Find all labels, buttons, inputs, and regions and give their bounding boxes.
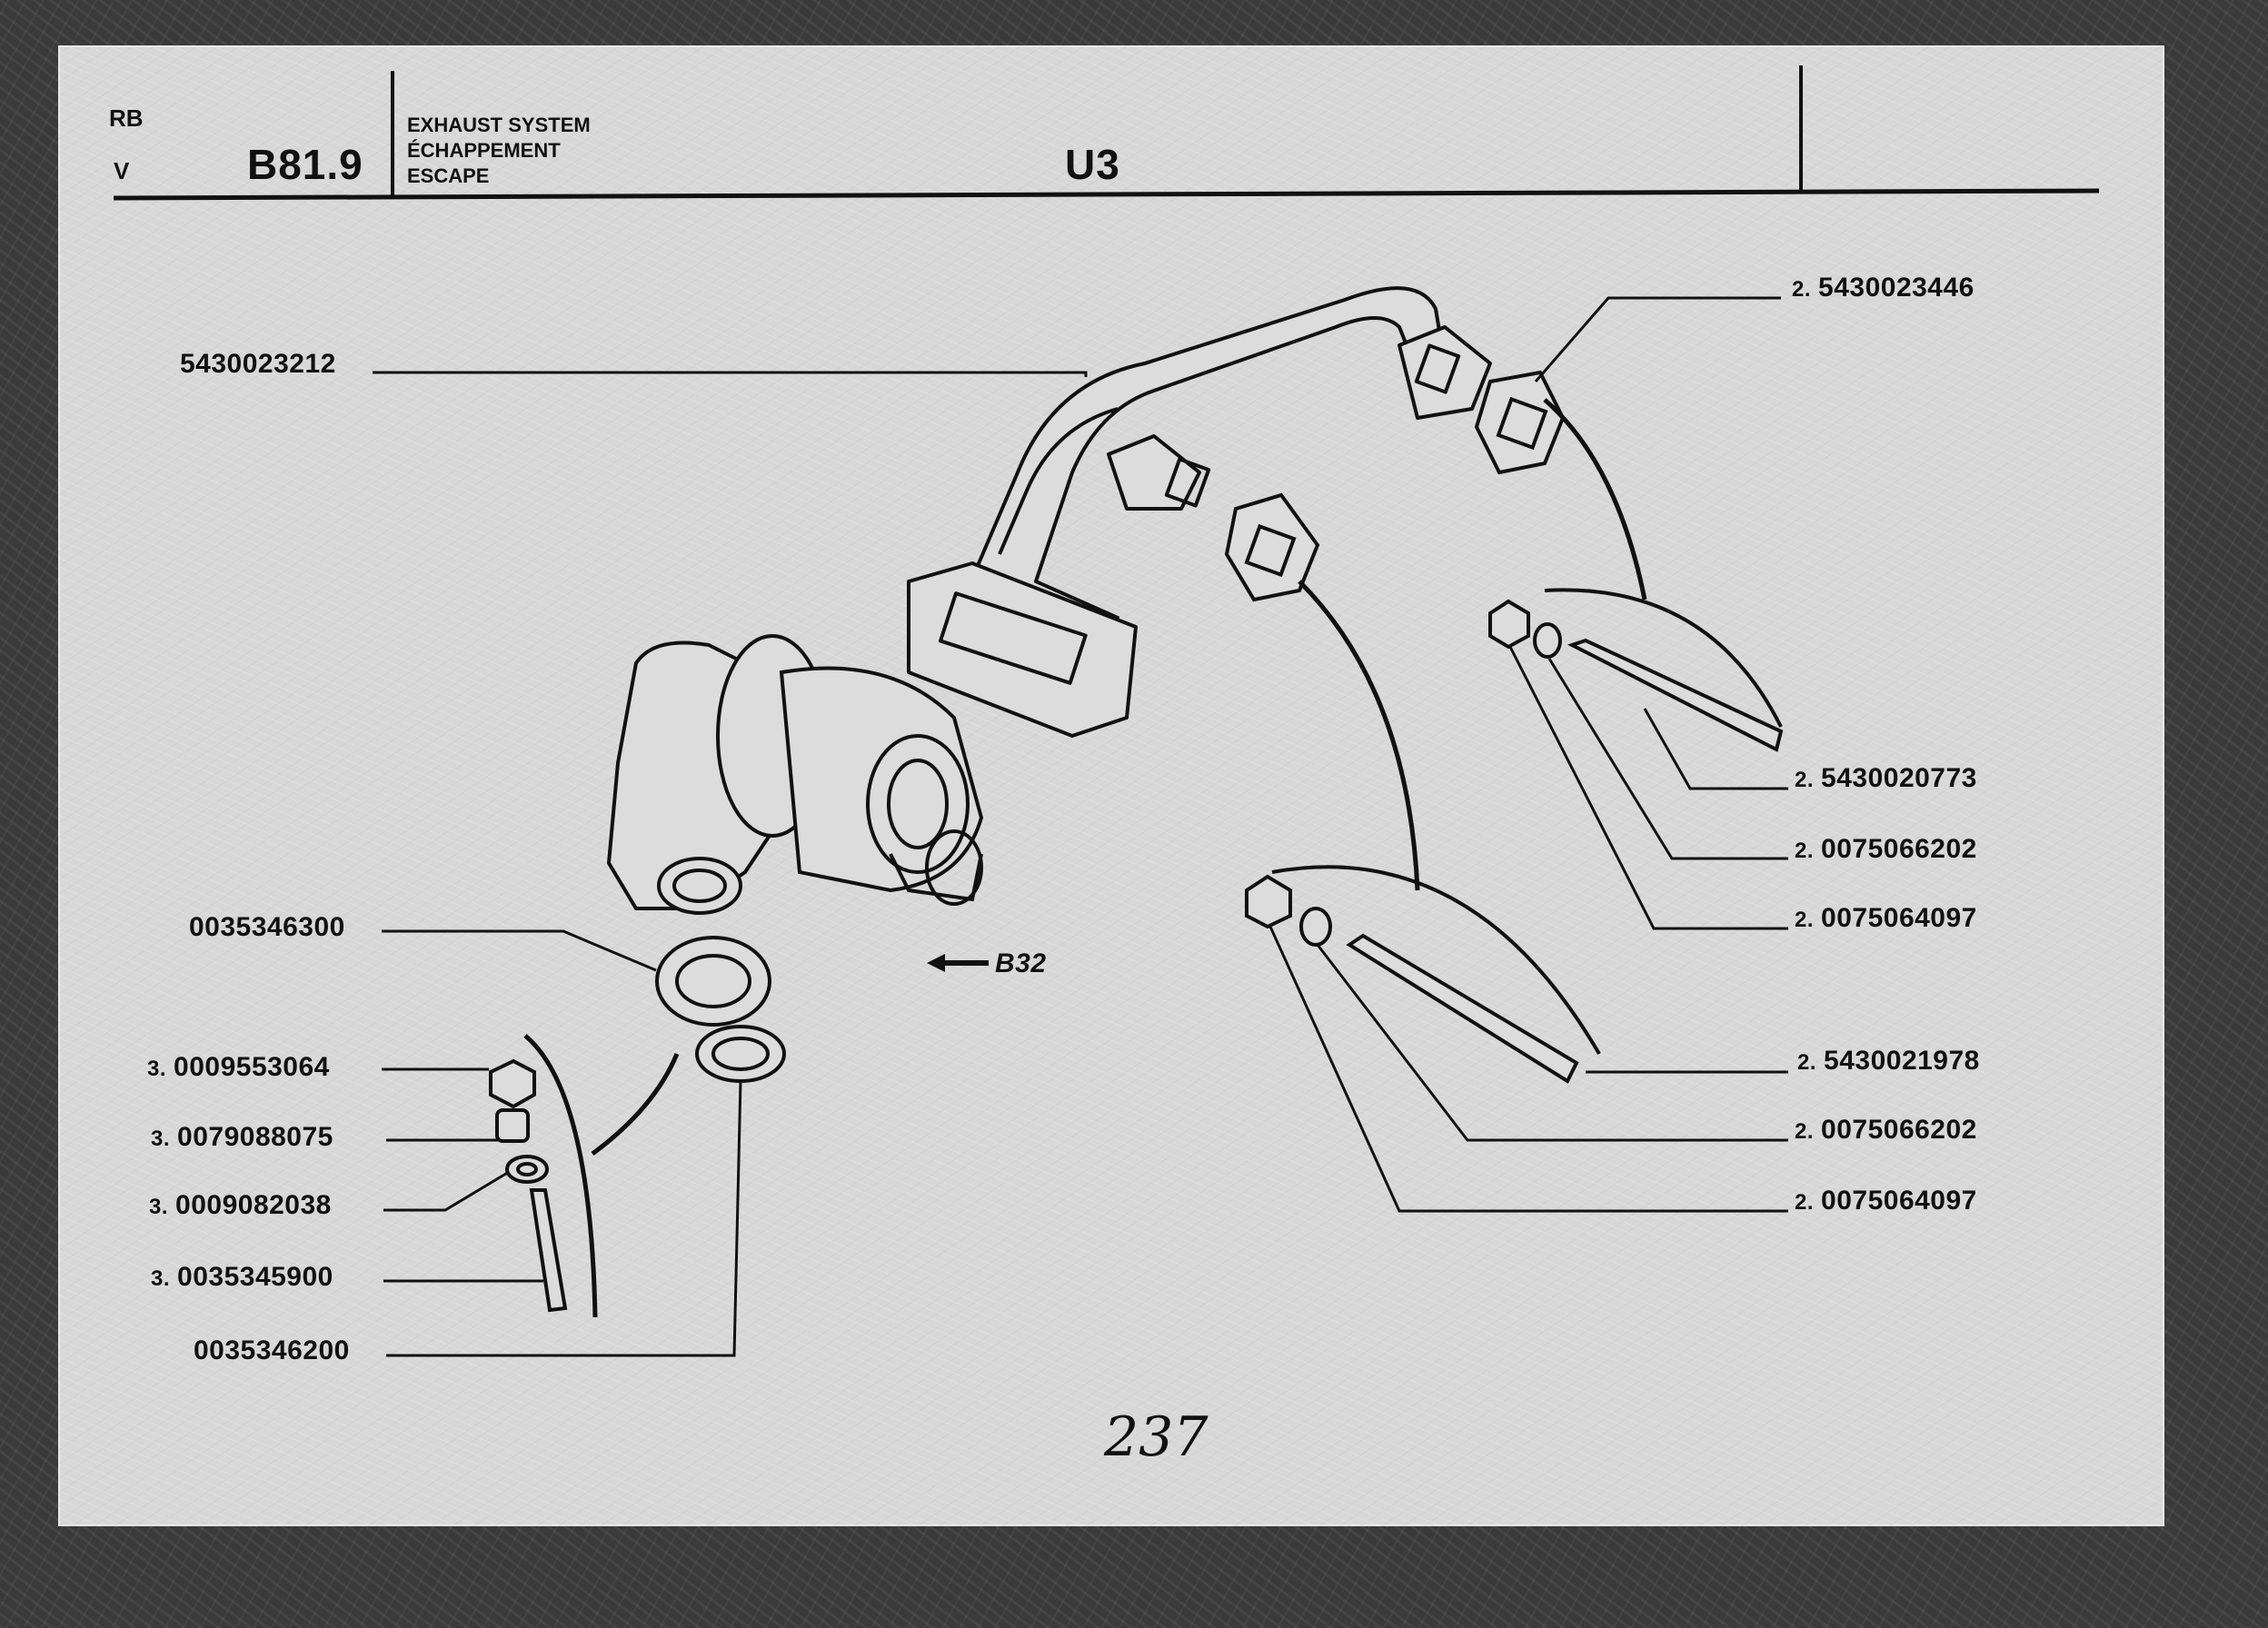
upper-fasteners-drawing: [1488, 599, 1784, 752]
part-label-turbo-stud: 3.0035345900: [151, 1262, 333, 1292]
upper-stud-callout-arc: [1544, 588, 1783, 728]
part-label-turbo-nut: 3.0009553064: [147, 1052, 330, 1082]
part-label-turbo-flange: 0035346300: [189, 912, 345, 942]
model-variant: V: [114, 157, 130, 184]
part-label-manifold-gasket: 2.5430023446: [1792, 273, 1975, 303]
upper-gasket-link-arc: [1543, 398, 1647, 601]
callout-leaders: [373, 296, 1788, 1357]
part-label-stud-upper: 2.5430020773: [1795, 763, 1977, 793]
part-label-nut-lower: 2.0075064097: [1795, 1186, 1977, 1216]
part-label-manifold: 5430023212: [180, 349, 336, 379]
part-label-turbo-gasket: 0035346200: [194, 1335, 350, 1365]
lower-stud-callout-arc: [1271, 865, 1601, 1056]
catalog-sheet: [58, 45, 2164, 1526]
model-code: RB: [109, 104, 144, 132]
part-label-washer-upper: 2.0075066202: [1795, 834, 1977, 864]
leader-turbo-gasket: [386, 1080, 742, 1357]
turbo-stud-callout-arc: [523, 1034, 598, 1318]
part-label-stud-lower: 2.5430021978: [1797, 1046, 1980, 1076]
part-label-nut-upper: 2.0075064097: [1795, 903, 1977, 933]
leader-nut-upper: [1508, 646, 1788, 930]
leader-manifold: [373, 371, 1088, 377]
title-spanish: ESCAPE: [407, 164, 490, 187]
part-label-turbo-spacer: 3.0079088075: [151, 1122, 333, 1152]
handwritten-page-number: 237: [1104, 1405, 1209, 1469]
leader-turbo-washer: [383, 1170, 510, 1212]
leader-washer-lower: [1316, 944, 1788, 1142]
exhaust-manifold-drawing: [907, 286, 1492, 738]
manifold-gasket-drawing: [1224, 370, 1566, 602]
turbocharger-drawing: [606, 634, 984, 915]
lower-gasket-link-arc: [1298, 580, 1420, 891]
paper-texture: [58, 45, 2164, 1526]
turbo-flange-drawing: [655, 936, 786, 1083]
leader-nut-lower: [1268, 926, 1788, 1213]
turbo-fasteners-drawing: [489, 1058, 568, 1313]
title-english: EXHAUST SYSTEM: [407, 114, 591, 136]
section-titles: EXHAUST SYSTEM ÉCHAPPEMENT ESCAPE: [407, 113, 591, 189]
leader-washer-upper: [1547, 658, 1788, 860]
leader-turbo-flange: [382, 929, 657, 972]
leader-stud-upper: [1643, 708, 1788, 790]
header-rule: [113, 188, 2100, 201]
lower-fasteners-drawing: [1245, 874, 1579, 1084]
part-label-washer-lower: 2.0075066202: [1795, 1115, 1977, 1145]
turbo-gasket-link-arc: [591, 1053, 680, 1156]
title-french: ÉCHAPPEMENT: [407, 139, 561, 162]
leader-manifold-gasket: [1534, 296, 1781, 382]
section-ref: B81.9: [247, 141, 363, 188]
group-code: U3: [1065, 141, 1120, 188]
cross-reference-label: B32: [995, 948, 1047, 978]
cross-reference-arrow-icon: [927, 954, 989, 972]
part-label-turbo-washer: 3.0009082038: [149, 1190, 332, 1220]
